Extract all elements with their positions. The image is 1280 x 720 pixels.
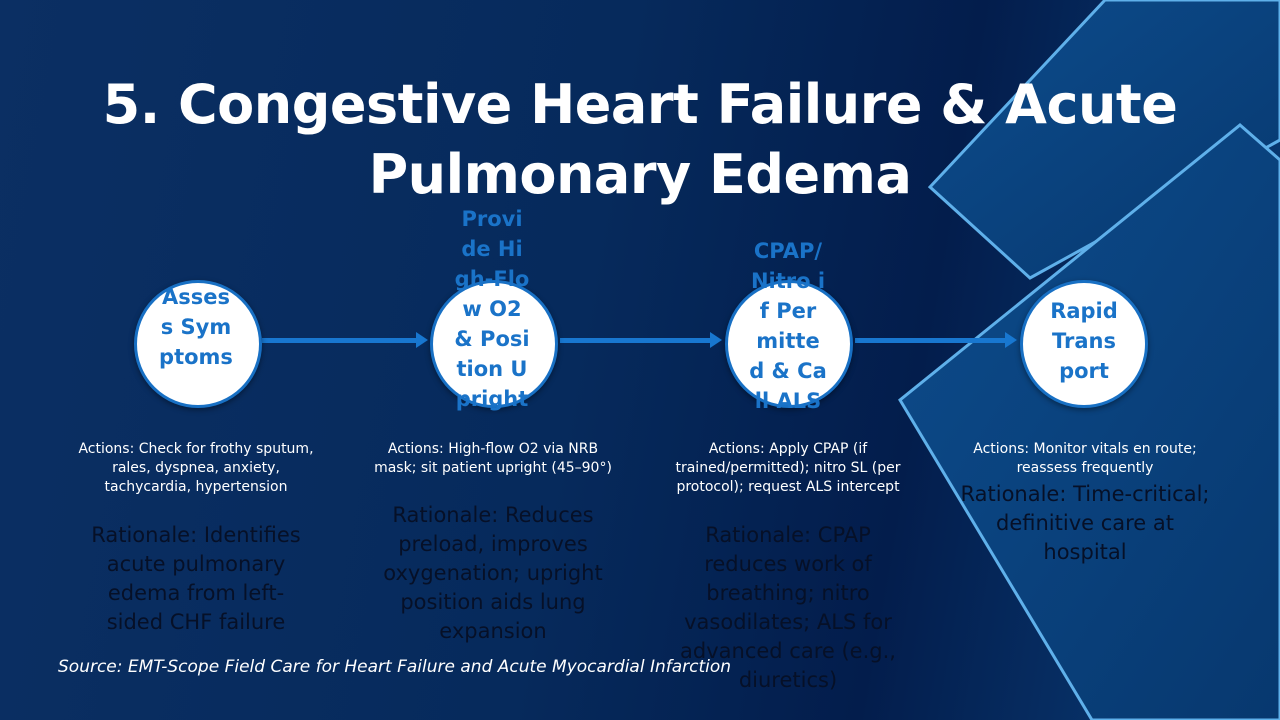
step-label: Provide High-Flow O2 & Position Upright bbox=[454, 207, 530, 411]
diamond-shape-lower bbox=[898, 123, 1280, 720]
step-actions: Actions: High-flow O2 via NRB mask; sit … bbox=[374, 441, 612, 476]
flow-arrow-2 bbox=[560, 332, 722, 348]
step-actions: Actions: Monitor vitals en route; reasse… bbox=[973, 441, 1197, 476]
step-node-cpap bbox=[725, 280, 853, 408]
step-label: CPAP/Nitro if Permitted & Call ALS bbox=[749, 239, 827, 413]
step-node-oxygen bbox=[430, 280, 558, 408]
step-node-transport bbox=[1020, 280, 1148, 408]
step-rationale: Rationale: Time-critical; definitive car… bbox=[960, 482, 1210, 564]
step-label: Rapid Transport bbox=[1050, 299, 1118, 383]
step-node-assess bbox=[134, 280, 262, 408]
step-label: Assess Symptoms bbox=[159, 285, 233, 369]
step-rationale: Rationale: Identifies acute pulmonary ed… bbox=[91, 523, 301, 634]
step-actions: Actions: Check for frothy sputum, rales,… bbox=[78, 441, 314, 495]
step-rationale: Rationale: Reduces preload, improves oxy… bbox=[383, 503, 603, 643]
step-actions: Actions: Apply CPAP (if trained/permitte… bbox=[675, 441, 901, 495]
flow-arrow-3 bbox=[855, 332, 1017, 348]
source-citation: Source: EMT-Scope Field Care for Heart F… bbox=[58, 657, 732, 677]
step-rationale: Rationale: CPAP reduces work of breathin… bbox=[680, 523, 896, 692]
flow-arrow-1 bbox=[262, 332, 428, 348]
slide-title: 5. Congestive Heart Failure & Acute Pulm… bbox=[102, 73, 1178, 206]
